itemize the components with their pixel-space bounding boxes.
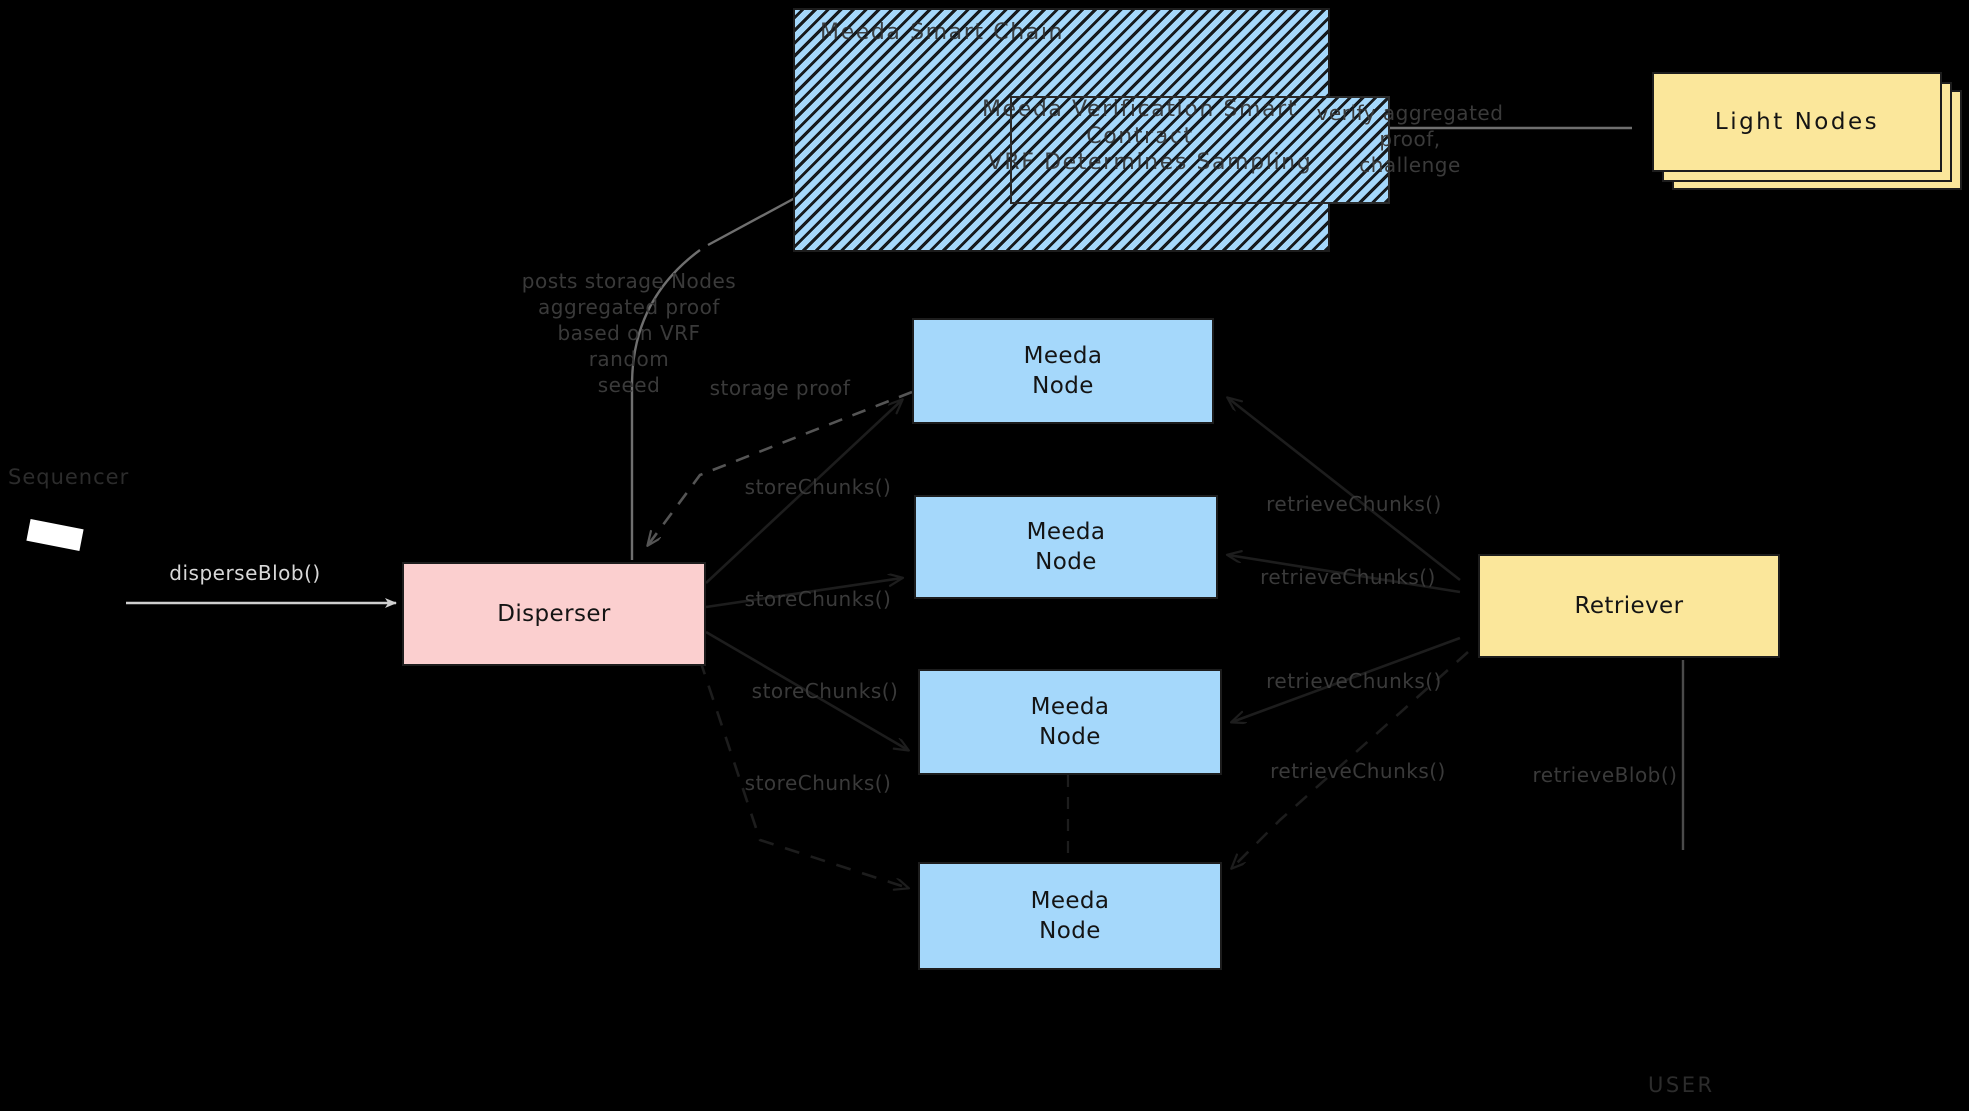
- edge-storage-proof: [648, 390, 913, 545]
- edge-label-store-chunks-2: storeChunks(): [744, 587, 892, 611]
- edge-label-retrieve-chunks-3: retrieveChunks(): [1266, 669, 1442, 693]
- disperser-box[interactable]: Disperser: [402, 562, 706, 666]
- edge-retrieve-chunks-1: [1228, 398, 1461, 582]
- edge-label-retrieve-blob: retrieveBlob(): [1532, 763, 1678, 787]
- edge-label-verify-proof: verify aggregated proof, challenge: [1316, 101, 1504, 177]
- edge-retrieve-chunks-2: [1228, 555, 1461, 594]
- edge-retrieve-chunks-4: [1232, 651, 1469, 868]
- edge-retrieve-chunks-3: [1232, 636, 1461, 722]
- edge-store-chunks-3: [705, 630, 908, 750]
- edge-label-retrieve-chunks-4: retrieveChunks(): [1270, 759, 1446, 783]
- edge-label-posts-proof: posts storage Nodes aggregated proof bas…: [521, 269, 737, 397]
- edge-label-disperse-blob: disperseBlob(): [169, 561, 321, 585]
- sequencer-label: Sequencer: [8, 465, 130, 489]
- edge-store-chunks-4: [698, 659, 908, 888]
- edge-label-retrieve-chunks-1: retrieveChunks(): [1266, 492, 1442, 516]
- edge-label-store-chunks-4: storeChunks(): [744, 771, 892, 795]
- edge-label-store-chunks-1: storeChunks(): [744, 475, 892, 499]
- edge-store-chunks-1: [705, 400, 902, 584]
- edge-store-chunks-2: [705, 578, 902, 609]
- edge-label-retrieve-chunks-2: retrieveChunks(): [1260, 565, 1436, 589]
- edge-label-store-chunks-3: storeChunks(): [751, 679, 899, 703]
- user-label: USER: [1648, 1073, 1715, 1097]
- light-nodes-box[interactable]: Light Nodes: [1652, 72, 1942, 172]
- edge-disperser-to-smartchain: [630, 196, 796, 560]
- meeda-verification-contract-box: [1010, 96, 1390, 204]
- edge-label-storage-proof: storage proof: [709, 376, 851, 400]
- retriever-box[interactable]: Retriever: [1478, 554, 1780, 658]
